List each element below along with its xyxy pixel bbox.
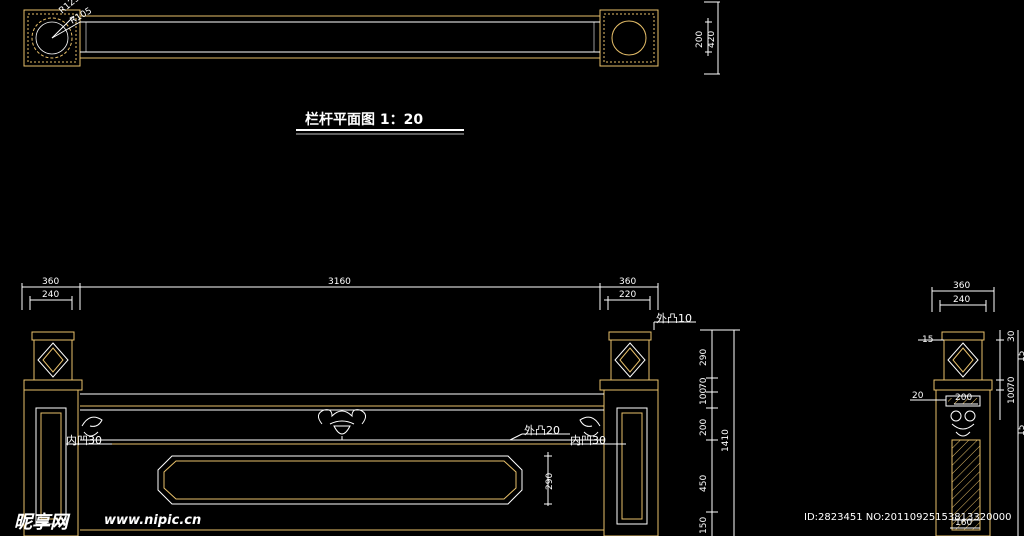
- elev-right-dim-100: 100: [699, 388, 709, 405]
- elev-left-post-shaft: [23, 389, 79, 536]
- elev-dim-right-360: 360: [619, 277, 636, 287]
- elev-left-diamond: [37, 342, 69, 378]
- elev-right-post-shaft: [603, 389, 659, 536]
- plan-right-round: [611, 20, 647, 56]
- elev-right-post-cap: [608, 331, 652, 341]
- section-dim-240: 240: [953, 295, 970, 305]
- section-hatched-core: [951, 439, 981, 531]
- elev-panel-dim-290: 290: [545, 473, 555, 490]
- plan-view: [23, 1, 720, 75]
- plan-left-post: [23, 9, 81, 67]
- section-edge-dim-15-top: 15: [1017, 351, 1024, 362]
- note-out-top: 外凸10: [656, 312, 692, 325]
- elev-dim-left-240: 240: [42, 290, 59, 300]
- elev-dim-right-220: 220: [619, 290, 636, 300]
- note-in-left: 内凹30: [66, 433, 102, 447]
- section-right-dim-100: 100: [1007, 387, 1017, 404]
- section-diamond: [947, 342, 979, 378]
- section-view: [910, 287, 1019, 536]
- watermark-id: ID:2823451 NO:20110925153813320000: [804, 512, 1012, 523]
- section-right-dim-70: 70: [1007, 376, 1017, 388]
- watermark-url: www.nipic.cn: [104, 513, 202, 528]
- elev-right-dim-1410: 1410: [721, 429, 731, 452]
- elev-right-dim-150: 150: [699, 517, 709, 534]
- section-dim-360: 360: [953, 281, 970, 291]
- section-dim-15: 15: [922, 335, 933, 345]
- elev-right-dim-290: 290: [699, 349, 709, 366]
- section-dim-200: 200: [955, 393, 972, 403]
- section-cap: [941, 331, 985, 341]
- elev-left-post-cap: [31, 331, 75, 341]
- elev-dim-left-360: 360: [42, 277, 59, 287]
- section-right-dim-30: 30: [1007, 330, 1017, 342]
- plan-left-round-outer: [31, 17, 73, 59]
- plan-dim-420: 420: [707, 31, 717, 48]
- plan-right-post: [599, 9, 659, 67]
- elev-dim-span-3160: 3160: [328, 277, 351, 287]
- elev-right-diamond: [614, 342, 646, 378]
- section-cloud-profile: [950, 410, 976, 437]
- elev-right-dim-200: 200: [699, 419, 709, 436]
- section-dim-160: 160: [955, 518, 972, 528]
- section-shaft: [935, 389, 991, 536]
- elev-right-dim-70: 70: [699, 377, 709, 389]
- note-in-right: 内凹30: [570, 433, 606, 447]
- section-edge-dim-15-bottom: 15: [1017, 425, 1024, 436]
- elev-panel-inner: [163, 460, 517, 500]
- elev-cloud-ornament-right: [579, 416, 601, 437]
- elev-right-dim-450: 450: [699, 475, 709, 492]
- watermark-logo: 昵享网: [14, 512, 68, 533]
- elev-cloud-ornament-left: [81, 416, 103, 437]
- elev-cloud-ornament-center: [318, 409, 366, 440]
- plan-dim-200: 200: [695, 31, 705, 48]
- section-dim-20: 20: [912, 391, 924, 401]
- elev-panel-outer: [157, 455, 523, 505]
- note-out-rail: 外凸20: [524, 424, 560, 437]
- elevation-view: [21, 283, 740, 536]
- plan-title: 栏杆平面图 1：20: [305, 111, 423, 128]
